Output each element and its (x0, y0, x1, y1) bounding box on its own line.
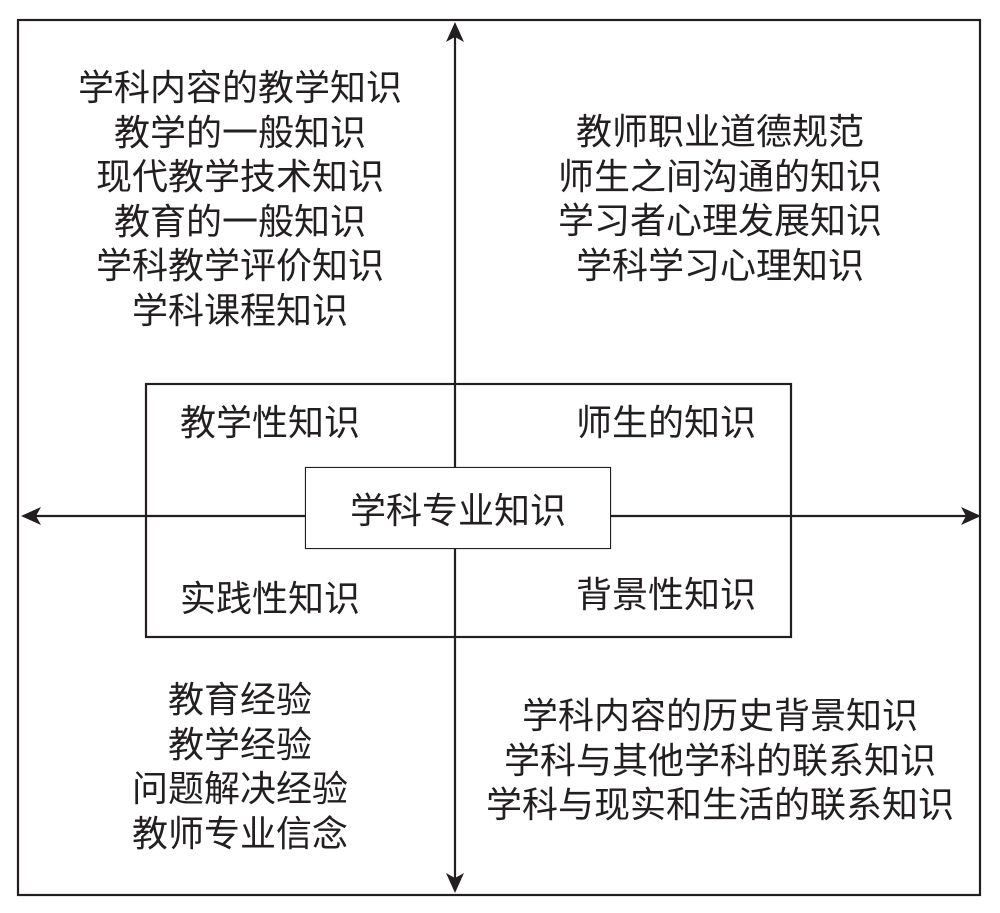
outer-item-bottom-right-2: 学科与现实和生活的联系知识 (485, 785, 954, 826)
outer-item-top-right-0: 教师职业道德规范 (575, 112, 864, 153)
inner-label-top-right: 师生的知识 (576, 403, 757, 444)
inner-box (144, 382, 793, 639)
outer-item-top-left-0: 学科内容的教学知识 (77, 68, 402, 109)
inner-label-bottom-right: 背景性知识 (576, 575, 757, 616)
arrow-left (21, 507, 41, 525)
outer-item-bottom-left-0: 教育经验 (167, 680, 312, 721)
outer-item-top-left-5: 学科课程知识 (131, 290, 348, 332)
outer-item-top-right-3: 学科学习心理知识 (575, 245, 864, 287)
outer-item-top-left-2: 现代教学技术知识 (95, 157, 384, 198)
center-label: 学科专业知识 (306, 468, 610, 548)
inner-label-bottom-left: 实践性知识 (180, 579, 361, 620)
outer-item-bottom-left-2: 问题解决经验 (131, 769, 348, 810)
outer-item-bottom-right-1: 学科与其他学科的联系知识 (503, 740, 936, 782)
outer-item-top-left-3: 教育的一般知识 (113, 201, 366, 243)
outer-list-top-left: 学科内容的教学知识教学的一般知识现代教学技术知识教育的一般知识学科教学评价知识学… (30, 67, 450, 334)
inner-label-top-left: 教学性知识 (180, 403, 361, 444)
outer-item-bottom-left-3: 教师专业信念 (131, 813, 348, 855)
outer-list-top-right: 教师职业道德规范师生之间沟通的知识学习者心理发展知识学科学习心理知识 (460, 111, 980, 289)
outer-item-top-left-4: 学科教学评价知识 (95, 246, 384, 287)
outer-list-bottom-left: 教育经验教学经验问题解决经验教师专业信念 (30, 679, 450, 857)
arrow-right (961, 507, 981, 525)
arrow-up (446, 22, 464, 42)
outer-list-bottom-right: 学科内容的历史背景知识学科与其他学科的联系知识学科与现实和生活的联系知识 (460, 695, 980, 829)
outer-item-bottom-right-0: 学科内容的历史背景知识 (521, 696, 918, 737)
arrow-down (446, 873, 464, 893)
outer-item-top-right-2: 学习者心理发展知识 (557, 201, 882, 242)
outer-item-top-left-1: 教学的一般知识 (113, 112, 366, 154)
outer-item-top-right-1: 师生之间沟通的知识 (557, 156, 882, 198)
outer-item-bottom-left-1: 教学经验 (167, 724, 312, 766)
outer-frame (16, 18, 982, 897)
